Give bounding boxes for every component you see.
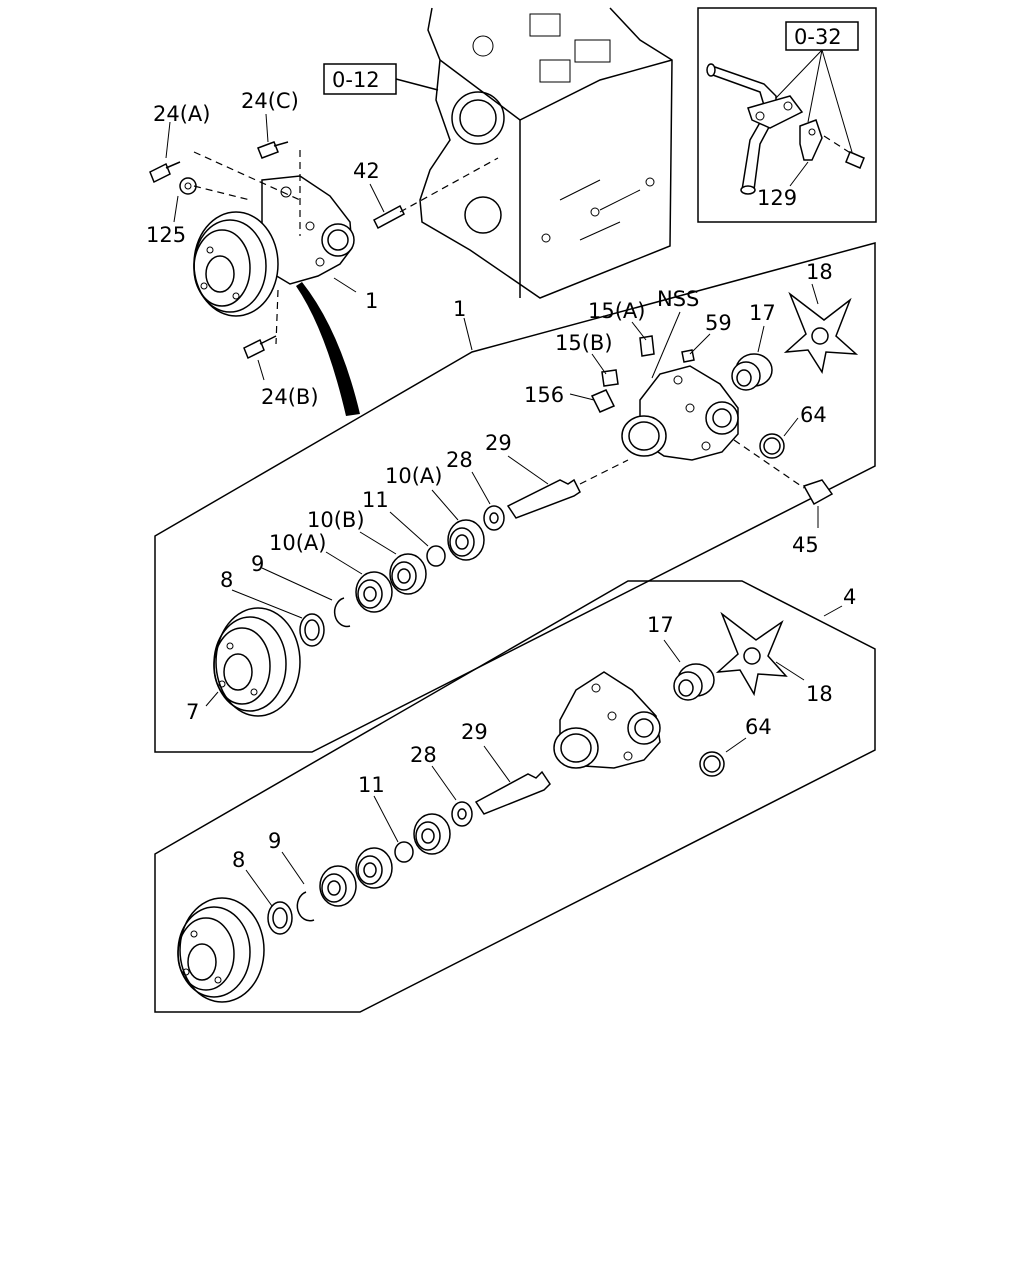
nut-125 — [179, 177, 197, 195]
ring-8-kit4 — [267, 901, 293, 935]
label-45: 45 — [792, 533, 819, 557]
shaft-29-kit4 — [474, 770, 551, 815]
bearing-10b — [389, 553, 427, 595]
bolt-24c — [257, 141, 289, 159]
ring-8-kit1 — [299, 613, 325, 647]
pulley-kit4 — [177, 897, 265, 1003]
ref-0-12-label: 0-12 — [332, 68, 380, 92]
label-15b: 15(B) — [555, 331, 613, 355]
bearing-10a-upper — [447, 519, 485, 561]
callout-arrow — [296, 282, 360, 416]
impeller-18-kit4 — [715, 611, 788, 697]
label-15a: 15(A) — [588, 299, 645, 323]
ref-0-32-label: 0-32 — [794, 25, 842, 49]
label-156: 156 — [524, 383, 564, 407]
spacer-11-kit1 — [426, 545, 446, 567]
snap-ring-9-kit4 — [296, 891, 315, 922]
reference-box-0-12: 0-12 — [323, 63, 439, 95]
kit-1-panel — [154, 242, 876, 753]
label-11-kit4: 11 — [358, 773, 385, 797]
label-1-top: 1 — [365, 289, 378, 313]
label-8-kit1: 8 — [220, 568, 233, 592]
inset-box: 0-32 129 — [697, 7, 877, 223]
label-129: 129 — [757, 186, 797, 210]
label-24c: 24(C) — [241, 89, 299, 113]
label-64-kit4: 64 — [745, 715, 772, 739]
label-nss: NSS — [657, 287, 699, 311]
label-9-kit1: 9 — [251, 552, 264, 576]
engine-block — [419, 7, 673, 299]
label-17-kit4: 17 — [647, 613, 674, 637]
label-28-kit1: 28 — [446, 448, 473, 472]
label-64-kit1: 64 — [800, 403, 827, 427]
pulley-7 — [213, 607, 301, 717]
stud-42 — [373, 204, 405, 230]
label-18-kit4: 18 — [806, 682, 833, 706]
label-29-kit1: 29 — [485, 431, 512, 455]
impeller-18-kit1 — [783, 291, 859, 374]
label-18-kit1: 18 — [806, 260, 833, 284]
label-1-kit: 1 — [453, 297, 466, 321]
shaft-29-kit1 — [506, 459, 629, 519]
kit-4-panel — [154, 580, 876, 1013]
bolt-24b — [243, 335, 277, 360]
label-42: 42 — [353, 159, 380, 183]
label-59: 59 — [705, 311, 732, 335]
assembled-water-pump — [149, 141, 499, 416]
cap-156 — [590, 389, 616, 413]
label-125: 125 — [146, 223, 186, 247]
bearing-kit4-lower — [319, 865, 357, 907]
seal-17-kit4 — [673, 663, 715, 701]
label-10a-lower: 10(A) — [269, 531, 326, 555]
washer-28-kit1 — [483, 505, 505, 531]
label-28-kit4: 28 — [410, 743, 437, 767]
bolt-24a — [149, 161, 181, 184]
bearing-kit4-middle — [355, 847, 393, 889]
label-24b: 24(B) — [261, 385, 319, 409]
label-4: 4 — [843, 585, 856, 609]
washer-28-kit4 — [451, 801, 473, 827]
label-17-kit1: 17 — [749, 301, 776, 325]
spacer-11-kit4 — [394, 841, 414, 863]
label-8-kit4: 8 — [232, 848, 245, 872]
seal-17-kit1 — [731, 353, 773, 391]
label-9-kit4: 9 — [268, 829, 281, 853]
label-11-kit1: 11 — [362, 488, 389, 512]
pump-housing-kit1 — [621, 365, 739, 461]
fitting-15a — [639, 335, 655, 357]
label-24a: 24(A) — [153, 102, 210, 126]
label-10a-upper: 10(A) — [385, 464, 442, 488]
label-29-kit4: 29 — [461, 720, 488, 744]
pump-housing-kit4 — [553, 671, 661, 769]
label-7: 7 — [186, 700, 199, 724]
label-10b: 10(B) — [307, 508, 365, 532]
bearing-kit4-upper — [413, 813, 451, 855]
bearing-10a-lower — [355, 571, 393, 613]
drain-plug-45 — [733, 439, 834, 506]
snap-ring-9-kit1 — [333, 597, 351, 628]
